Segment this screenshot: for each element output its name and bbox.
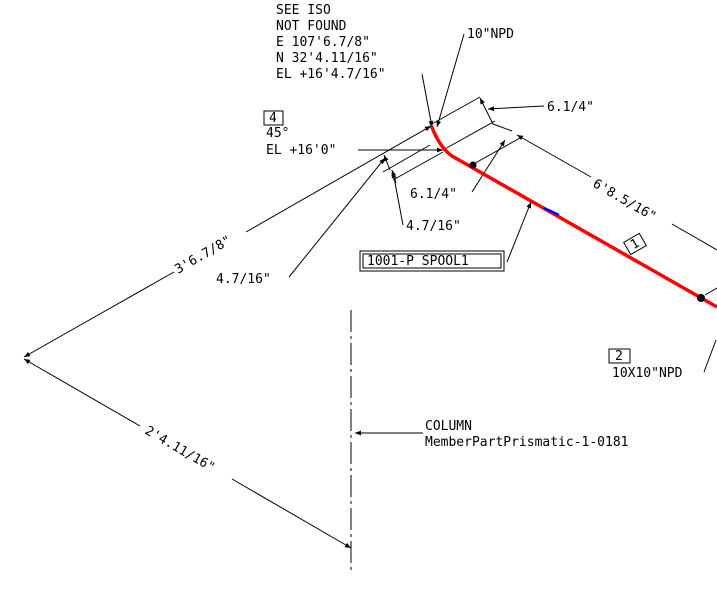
spool-leader — [506, 201, 532, 263]
bend-callout-number: 4 — [269, 111, 277, 126]
dim-2-4-11-16-line — [23, 358, 141, 427]
bend-elevation: EL +16'0" — [266, 143, 336, 158]
dim-4-7-16-a: 4.7/16" — [216, 272, 271, 287]
column-member: MemberPartPrismatic-1-0181 — [425, 435, 629, 450]
flow-marker — [543, 206, 560, 217]
dim-6-1-4-lower-leader — [471, 139, 506, 193]
npd-top-label: 10"NPD — [467, 27, 514, 42]
pipe-callout-number: 1 — [628, 236, 642, 253]
iso-note-line: N 32'4.11/16" — [276, 51, 378, 66]
dim-6-1-4-upper-leader — [487, 105, 545, 112]
dim-3-6-7-8-line — [245, 125, 432, 233]
iso-note-line: EL +16'4.7/16" — [276, 67, 386, 82]
dim-6-1-4-upper: 6.1/4" — [547, 100, 594, 115]
dim-2-4-11-16: 2'4.11/16" — [142, 423, 217, 475]
iso-note-leader — [421, 73, 434, 128]
iso-note-line: E 107'6.7/8" — [276, 35, 370, 50]
dim-6-8-5-16: 6'8.5/16" — [590, 176, 659, 224]
pipe-node — [469, 161, 477, 169]
reducer-leader — [703, 339, 717, 373]
iso-note-line: SEE ISO — [276, 3, 331, 18]
spool-label-outer — [359, 250, 505, 272]
dim-3-6-7-8: 3'6.7/8" — [173, 233, 235, 277]
pipe-node — [697, 294, 705, 302]
dim-4-7-16-b: 4.7/16" — [406, 219, 461, 234]
bend-callout-box — [263, 110, 284, 126]
dim-4-7-16-b-leader — [391, 171, 404, 226]
iso-note: SEE ISO NOT FOUND E 107'6.7/8" N 32'4.11… — [276, 3, 386, 82]
reducer-callout-number: 2 — [615, 349, 623, 364]
pipe-stub-line — [704, 287, 717, 296]
reducer-callout-box — [608, 348, 631, 364]
reducer-size: 10X10"NPD — [612, 366, 683, 381]
dim-6-1-4-lower: 6.1/4" — [410, 187, 457, 202]
dim-6-8-5-16-line — [516, 134, 592, 178]
dim-3-6-7-8-line — [23, 271, 175, 358]
column-title: COLUMN — [425, 419, 472, 434]
bend-angle: 45° — [266, 126, 289, 141]
spool-label-inner — [362, 253, 502, 269]
dim-4-7-16-a-leader — [288, 157, 386, 278]
npd-top-leader — [436, 33, 465, 128]
dim-6-8-5-16-line — [671, 223, 717, 251]
pipe-run — [429, 124, 717, 309]
bend-dimension-lines — [382, 96, 521, 184]
dim-2-4-11-16-line — [231, 478, 352, 549]
spool-label: 1001-P SPOOL1 — [367, 254, 469, 269]
pipe-callout: 1 — [623, 232, 647, 256]
iso-note-line: NOT FOUND — [276, 19, 347, 34]
